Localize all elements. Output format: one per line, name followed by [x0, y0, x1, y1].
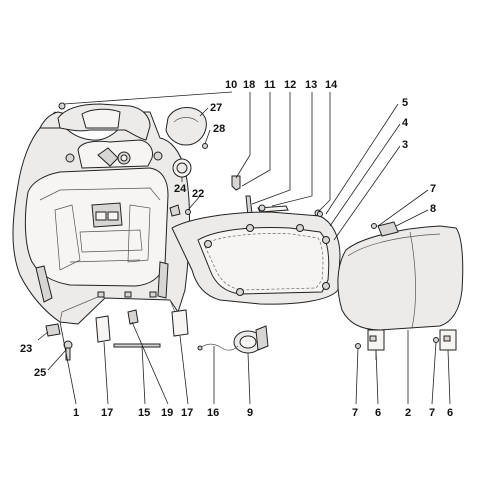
callout-16: 16	[207, 407, 219, 419]
callout-7-top: 7	[430, 183, 436, 195]
callout-22: 22	[192, 188, 204, 200]
callout-15: 15	[138, 407, 150, 419]
callout-1: 1	[73, 407, 79, 419]
front-shield-body	[12, 111, 190, 325]
callout-9: 9	[247, 407, 253, 419]
latch-bracket-11	[231, 175, 241, 191]
lock-cylinder-9	[233, 325, 269, 354]
glovebox-outer-lid	[337, 225, 464, 331]
callout-6-right: 6	[447, 407, 453, 419]
clip-19	[127, 309, 139, 325]
rubber-pad-17-left	[95, 315, 111, 343]
hinge-lower-left-6	[355, 329, 385, 360]
glovebox-inner-panel	[171, 211, 341, 305]
hinge-lower-right-6	[433, 329, 457, 351]
small-clip-22	[169, 204, 191, 217]
callout-7-bottom-left: 7	[352, 407, 358, 419]
callout-28: 28	[213, 123, 225, 135]
callout-19: 19	[161, 407, 173, 419]
rod-15	[113, 343, 161, 348]
callout-17-right: 17	[181, 407, 193, 419]
upper-headlight-cover	[57, 102, 151, 141]
callout-7-bottom-right: 7	[429, 407, 435, 419]
hinge-upper-8	[371, 221, 399, 237]
callout-labels: 10 18 11 12 13 14 27 28 24 22 5 4 3 7 8 …	[20, 79, 453, 419]
callout-5: 5	[402, 97, 408, 109]
cable-16	[197, 343, 239, 351]
callout-6-left: 6	[375, 407, 381, 419]
callout-25: 25	[34, 367, 46, 379]
rubber-pad-17-right	[171, 309, 189, 337]
callout-12: 12	[284, 79, 296, 91]
callout-11: 11	[264, 79, 276, 91]
callout-3: 3	[402, 139, 408, 151]
side-mirror-cover	[165, 107, 207, 146]
leader-lines	[37, 91, 451, 405]
callout-13: 13	[305, 79, 317, 91]
callout-18: 18	[243, 79, 255, 91]
callout-24: 24	[174, 183, 187, 195]
callout-23: 23	[20, 343, 32, 355]
mirror-screw	[202, 143, 208, 149]
rod-13	[257, 204, 289, 213]
callout-14: 14	[325, 79, 338, 91]
clip-23	[45, 323, 61, 337]
callout-2: 2	[405, 407, 411, 419]
callout-4: 4	[402, 117, 409, 129]
rubber-ring	[172, 158, 192, 178]
callout-8: 8	[430, 203, 436, 215]
callout-17-left: 17	[101, 407, 113, 419]
callout-10: 10	[225, 79, 237, 91]
callout-27: 27	[210, 102, 222, 114]
